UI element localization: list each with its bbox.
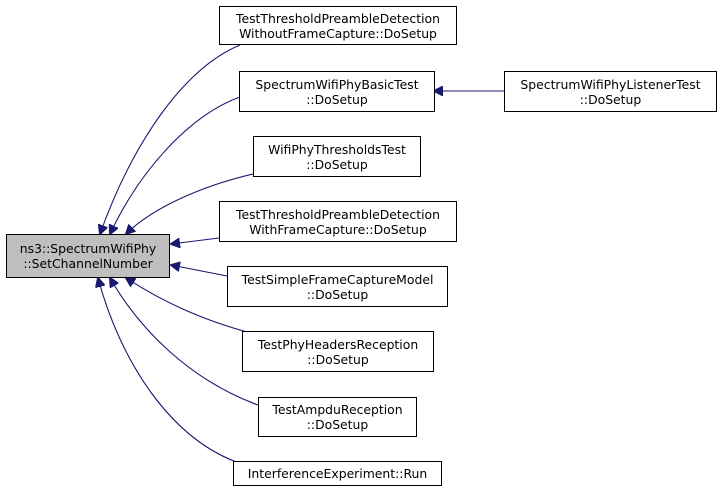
caller-node-ampdu-reception[interactable]: TestAmpduReception ::DoSetup xyxy=(258,397,417,437)
caller-node-phy-headers[interactable]: TestPhyHeadersReception ::DoSetup xyxy=(242,331,434,372)
caller-node-line1: WifiPhyThresholdsTest xyxy=(268,141,406,157)
caller-node-line2: ::DoSetup xyxy=(579,91,642,107)
caller-node-simple-frame-capture[interactable]: TestSimpleFrameCaptureModel ::DoSetup xyxy=(227,266,448,307)
edge-wfc-to-root xyxy=(100,44,241,234)
caller-node-interference-experiment[interactable]: InterferenceExperiment::Run xyxy=(233,461,442,486)
edge-interference-to-root xyxy=(98,278,243,465)
root-node-line2: ::SetChannelNumber xyxy=(23,256,153,271)
caller-node-listener-test[interactable]: SpectrumWifiPhyListenerTest ::DoSetup xyxy=(504,71,717,112)
edge-simple-to-root xyxy=(171,265,228,277)
caller-node-line1: TestThresholdPreambleDetection xyxy=(236,10,440,26)
edge-headers-to-root xyxy=(126,278,259,336)
root-node[interactable]: ns3::SpectrumWifiPhy ::SetChannelNumber xyxy=(6,234,170,278)
caller-node-line1: TestSimpleFrameCaptureModel xyxy=(241,271,434,287)
caller-node-line2: ::DoSetup xyxy=(306,286,369,302)
caller-node-line1: SpectrumWifiPhyBasicTest xyxy=(255,76,419,92)
edge-withfc-to-root xyxy=(171,237,220,244)
caller-node-line1: TestThresholdPreambleDetection xyxy=(236,206,440,222)
caller-node-line2: ::DoSetup xyxy=(306,156,368,172)
caller-node-line2: ::DoSetup xyxy=(307,351,369,367)
caller-node-line2: WithFrameCapture::DoSetup xyxy=(249,221,427,237)
edge-basic-to-root xyxy=(110,96,241,234)
edge-ampdu-to-root xyxy=(110,278,259,406)
caller-node-line2: ::DoSetup xyxy=(306,91,368,107)
caller-node-line2: WithoutFrameCapture::DoSetup xyxy=(239,25,437,41)
caller-node-line1: InterferenceExperiment::Run xyxy=(247,466,428,481)
edge-thresholds-to-root xyxy=(126,171,263,234)
caller-node-line1: TestPhyHeadersReception xyxy=(257,336,419,352)
caller-node-with-frame-capture[interactable]: TestThresholdPreambleDetection WithFrame… xyxy=(219,201,457,242)
caller-node-basic-test[interactable]: SpectrumWifiPhyBasicTest ::DoSetup xyxy=(239,71,435,112)
caller-node-line1: TestAmpduReception xyxy=(272,402,403,417)
caller-node-line2: ::DoSetup xyxy=(306,417,369,432)
caller-node-without-frame-capture[interactable]: TestThresholdPreambleDetection WithoutFr… xyxy=(219,6,457,45)
root-node-line1: ns3::SpectrumWifiPhy xyxy=(19,241,157,256)
caller-node-thresholds-test[interactable]: WifiPhyThresholdsTest ::DoSetup xyxy=(253,136,421,177)
caller-node-line1: SpectrumWifiPhyListenerTest xyxy=(520,76,701,92)
